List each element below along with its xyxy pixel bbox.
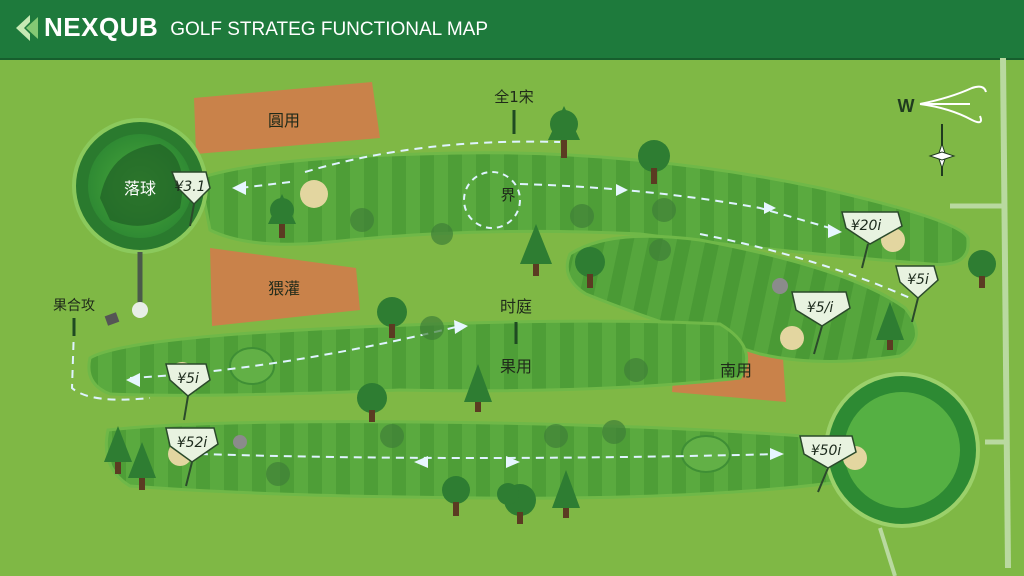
tree-icon [652, 198, 676, 222]
rock [233, 435, 247, 449]
course-edge-path [1000, 58, 1011, 569]
tree-icon [442, 476, 470, 516]
tree-icon [876, 302, 904, 350]
tree-icon [649, 239, 671, 261]
hazard-zone-left [210, 248, 360, 326]
tree-icon [357, 383, 387, 422]
shot-line [699, 233, 911, 299]
fairway1-label: 界 [500, 186, 515, 204]
compass-star-icon [928, 124, 956, 176]
arrow-icon [506, 456, 520, 468]
arrow-icon [616, 184, 628, 196]
tee-marker [132, 302, 148, 318]
tree-icon [128, 442, 156, 490]
wind-direction-letter: W [898, 96, 915, 116]
rock [104, 312, 120, 326]
cart-path [878, 527, 897, 576]
tree-icon [268, 194, 296, 238]
flag-icon[interactable]: ¥20i [841, 211, 903, 269]
arrow-icon [414, 456, 428, 468]
fairway-2 [565, 234, 918, 363]
flag-label: ¥5i [907, 272, 929, 288]
top-center-label: 全1宋 [494, 88, 534, 106]
shot-line [519, 183, 831, 229]
flag-icon[interactable]: ¥50i [799, 435, 857, 493]
tree-icon [602, 420, 626, 444]
logo-icon [16, 14, 38, 41]
hazard-zone-top [194, 82, 380, 154]
arrow-icon [828, 224, 842, 238]
flag-label: ¥5/i [807, 300, 834, 316]
header-bar: NEXQUB GOLF STRATEG FUNCTIONAL MAP [0, 0, 1024, 58]
sand-bunker-icon [300, 180, 328, 208]
tree-icon [575, 247, 605, 288]
shot-line [70, 327, 151, 401]
arrow-icon [232, 181, 246, 195]
flag-icon[interactable]: ¥5i [165, 363, 211, 421]
tree-icon [570, 204, 594, 228]
shot-line [199, 453, 781, 459]
green-pad [229, 347, 275, 385]
tree-icon [552, 470, 580, 518]
flag-label: ¥3.1 [174, 179, 205, 195]
flag-icon[interactable]: ¥52i [165, 427, 219, 487]
shot-line [304, 140, 561, 173]
hazard-left-label: 猥灌 [268, 279, 300, 298]
flag-icon[interactable]: ¥5i [895, 265, 939, 323]
flag-label: ¥20i [851, 218, 882, 234]
green-right [844, 392, 960, 508]
tree-icon [497, 483, 536, 524]
flag-label: ¥52i [177, 435, 208, 451]
tree-icon [377, 297, 407, 338]
course-map: 落球 圓用 猥灌 南用 全1宋 界 时庭 果用 果合攻 ¥3.1 ¥20i ¥5… [53, 58, 1011, 576]
arrow-icon [454, 320, 468, 334]
sand-bunker-icon [780, 326, 804, 350]
hazard-right-label: 南用 [720, 361, 752, 380]
left-post-label: 果合攻 [53, 298, 95, 314]
flag-label: ¥5i [177, 371, 199, 387]
map-subtitle: GOLF STRATEG FUNCTIONAL MAP [170, 18, 488, 40]
shot-line [129, 325, 461, 379]
tree-icon [464, 364, 492, 412]
tree-icon [431, 223, 453, 245]
flag-label: ¥50i [811, 443, 842, 459]
flag-icon[interactable]: ¥5/i [791, 291, 851, 355]
tree-icon [420, 316, 444, 340]
green-left-shadow [100, 144, 183, 226]
tree-icon [624, 358, 648, 382]
arrow-icon [770, 448, 784, 460]
target-zone [463, 171, 521, 229]
fairway-4 [104, 420, 850, 500]
rock [772, 278, 788, 294]
hazard-top-label: 圓用 [268, 111, 300, 130]
tree-icon [548, 106, 580, 158]
brand: NEXQUB GOLF STRATEG FUNCTIONAL MAP [16, 12, 488, 43]
tree-icon [968, 250, 996, 288]
arrow-icon [126, 373, 140, 387]
tree-icon [638, 140, 670, 184]
flag-icon[interactable]: ¥3.1 [170, 171, 211, 227]
mid-label: 时庭 [500, 297, 532, 316]
tree-icon [380, 424, 404, 448]
tree-icon [266, 462, 290, 486]
green-left-label: 落球 [124, 179, 156, 198]
arrow-icon [764, 202, 776, 214]
green-pad [681, 435, 731, 473]
tree-icon [544, 424, 568, 448]
tree-icon [520, 224, 552, 276]
wind-icon [919, 85, 987, 124]
tree-icon [350, 208, 374, 232]
tree-icon [104, 426, 132, 474]
fairway2-label: 果用 [500, 357, 532, 376]
brand-name: NEXQUB [44, 12, 159, 42]
